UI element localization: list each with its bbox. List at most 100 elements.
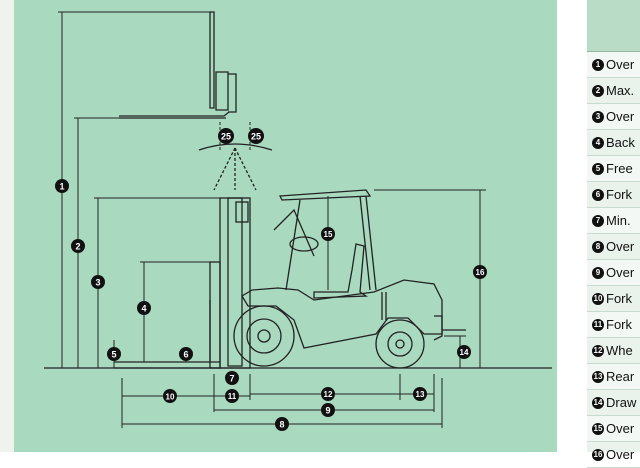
mast (209, 197, 251, 369)
svg-text:11: 11 (228, 392, 237, 401)
row-label: Over (606, 447, 635, 462)
counterweight (433, 315, 443, 341)
row-number-badge: 12 (592, 344, 604, 357)
row-number-badge: 16 (592, 448, 604, 461)
row-number-badge: 6 (592, 188, 604, 201)
row-label: Min. (606, 213, 631, 228)
truck-body (241, 279, 443, 349)
svg-text:16: 16 (476, 268, 485, 277)
row-label: Over (606, 109, 635, 124)
rear-wheel (375, 319, 425, 369)
marker-10: 10 (163, 389, 177, 403)
page-margin (0, 0, 14, 452)
row-number-badge: 2 (592, 84, 604, 97)
row-label: Fork (606, 187, 632, 202)
svg-text:8: 8 (279, 420, 284, 430)
svg-text:15: 15 (324, 230, 333, 239)
marker-14: 14 (457, 345, 471, 359)
marker-12: 12 (321, 387, 335, 401)
row-label: Over (606, 265, 635, 280)
row-number-badge: 10 (592, 292, 604, 305)
svg-text:4: 4 (141, 304, 146, 314)
svg-text:13: 13 (416, 390, 425, 399)
row-number-badge: 15 (592, 422, 604, 435)
marker-7: 7 (225, 371, 239, 385)
row-number-badge: 4 (592, 136, 604, 149)
row-number-badge: 8 (592, 240, 604, 253)
row-number-badge: 13 (592, 370, 604, 383)
raised-mast-outline (119, 11, 237, 119)
row-label: Back (606, 135, 635, 150)
svg-text:9: 9 (325, 406, 330, 416)
row-number-badge: 14 (592, 396, 604, 409)
marker-8: 8 (275, 417, 289, 431)
dimension-lines (58, 11, 486, 428)
tilt-backward-marker: 25 (248, 128, 264, 144)
steering-wheel (289, 236, 319, 252)
svg-text:6: 6 (183, 350, 188, 360)
overhead-guard (278, 189, 377, 291)
svg-text:10: 10 (166, 393, 175, 402)
row-label: Over (606, 57, 635, 72)
marker-1: 1 (55, 179, 69, 193)
row-label: Fork (606, 291, 632, 306)
row-label: Free (606, 161, 633, 176)
seat (313, 243, 369, 299)
svg-text:1: 1 (59, 182, 64, 192)
forklift-dimension-diagram: 1 2 3 4 5 6 7 8 9 10 11 12 13 14 15 16 2… (14, 0, 557, 452)
row-number-badge: 1 (592, 58, 604, 71)
row-number-badge: 9 (592, 266, 604, 279)
table-header (587, 0, 640, 52)
row-label: Fork (606, 317, 632, 332)
marker-13: 13 (413, 387, 427, 401)
svg-text:25: 25 (251, 132, 261, 142)
steering-column (273, 208, 315, 257)
marker-16: 16 (473, 265, 487, 279)
dimension-markers: 1 2 3 4 5 6 7 8 9 10 11 12 13 14 15 16 2… (55, 128, 487, 431)
svg-text:14: 14 (460, 348, 469, 357)
row-label: Over (606, 421, 635, 436)
svg-text:3: 3 (95, 278, 100, 288)
marker-3: 3 (91, 275, 105, 289)
svg-text:12: 12 (324, 390, 333, 399)
forks (114, 300, 220, 369)
row-label: Max. (606, 83, 635, 98)
row-label: Over (606, 239, 635, 254)
row-number-badge: 11 (592, 318, 604, 331)
svg-text:5: 5 (111, 350, 116, 360)
tilt-forward-marker: 25 (218, 128, 234, 144)
marker-11: 11 (225, 389, 239, 403)
front-wheel (233, 305, 295, 367)
row-label: Draw (606, 395, 637, 410)
marker-4: 4 (137, 301, 151, 315)
svg-text:2: 2 (75, 242, 80, 252)
row-number-badge: 7 (592, 214, 604, 227)
marker-15: 15 (321, 227, 335, 241)
row-number-badge: 5 (592, 162, 604, 175)
svg-text:7: 7 (229, 374, 234, 384)
tilt-arc (198, 143, 273, 151)
row-number-badge: 3 (592, 110, 604, 123)
panel-gap (557, 0, 587, 452)
forklift-drawing: 1 2 3 4 5 6 7 8 9 10 11 12 13 14 15 16 2… (44, 11, 552, 431)
marker-5: 5 (107, 347, 121, 361)
marker-2: 2 (71, 239, 85, 253)
marker-9: 9 (321, 403, 335, 417)
marker-6: 6 (179, 347, 193, 361)
